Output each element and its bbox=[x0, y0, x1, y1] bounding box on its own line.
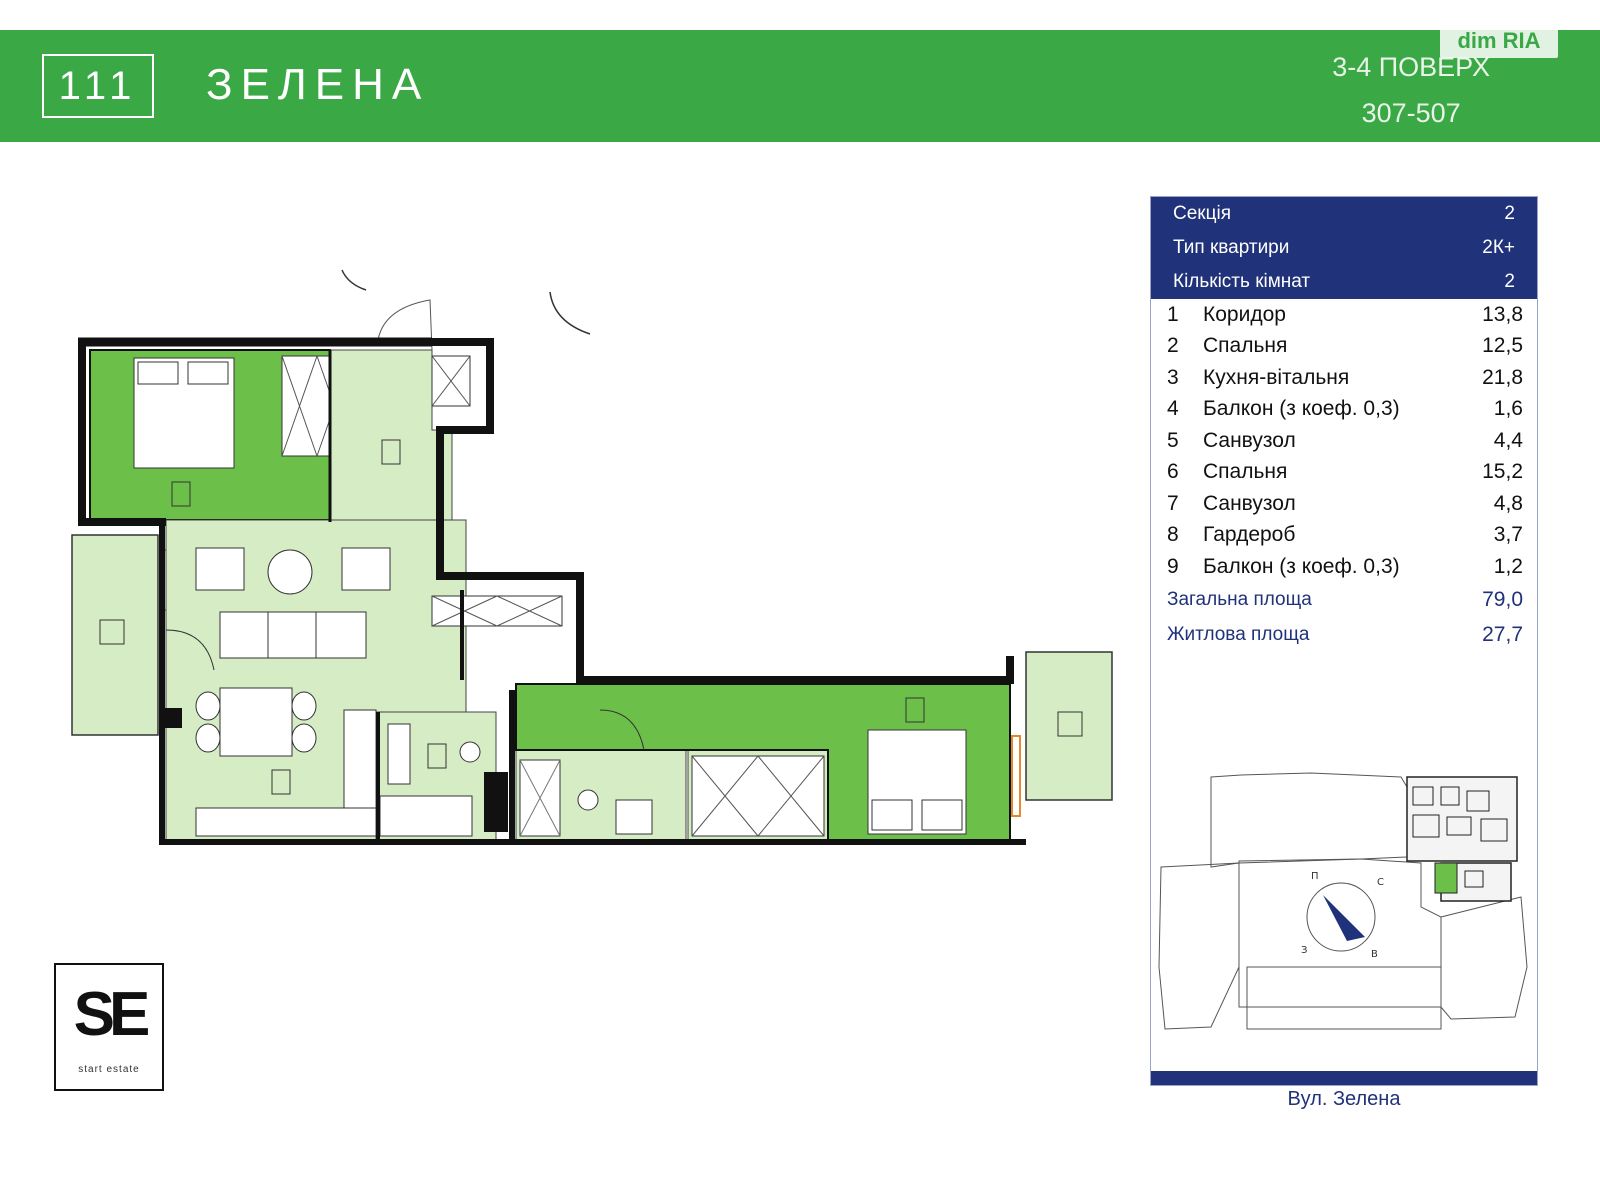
info-panel-footer bbox=[1151, 1071, 1537, 1085]
room-area: 1,2 bbox=[1493, 554, 1523, 578]
room-number: 6 bbox=[1167, 460, 1179, 484]
rooms-count-value: 2 bbox=[1504, 271, 1515, 292]
room-area: 12,5 bbox=[1482, 334, 1523, 358]
apartment-numbers: 307-507 bbox=[1361, 98, 1461, 128]
room-name: Гардероб bbox=[1203, 523, 1296, 547]
rooms-count-row: Кількість кімнат 2 bbox=[1173, 265, 1515, 299]
developer-logo-letters: SE bbox=[73, 980, 151, 1049]
room-name: Спальня bbox=[1203, 460, 1288, 484]
room-name: Коридор bbox=[1203, 302, 1286, 326]
svg-text:П: П bbox=[1311, 871, 1319, 882]
living-area-label: Житлова площа bbox=[1167, 624, 1310, 645]
room-number: 8 bbox=[1167, 523, 1179, 547]
room-row: 7 Санвузол 4,8 bbox=[1165, 488, 1523, 520]
total-area-label: Загальна площа bbox=[1167, 589, 1312, 610]
room-list: 1 Коридор 13,8 2 Спальня 12,5 3 Кухня-ві… bbox=[1165, 299, 1523, 653]
type-value: 2К+ bbox=[1482, 237, 1515, 258]
total-area-value: 79,0 bbox=[1482, 588, 1523, 611]
compass-rose-icon: П С З В bbox=[1301, 871, 1384, 960]
room-row: 3 Кухня-вітальня 21,8 bbox=[1165, 362, 1523, 394]
room-name: Спальня bbox=[1203, 334, 1288, 358]
room-row: 6 Спальня 15,2 bbox=[1165, 457, 1523, 489]
brand-name: ЗЕЛЕНА bbox=[206, 60, 430, 109]
rooms-count-label: Кількість кімнат bbox=[1173, 271, 1311, 292]
room-number: 4 bbox=[1167, 397, 1179, 421]
floor-plan-drawing bbox=[71, 269, 1113, 845]
type-label: Тип квартири bbox=[1173, 237, 1290, 258]
room-area: 4,8 bbox=[1493, 491, 1523, 515]
room-name: Санвузол bbox=[1203, 428, 1296, 452]
room-row: 9 Балкон (з коеф. 0,3) 1,2 bbox=[1165, 551, 1523, 583]
developer-logo-subtitle: start estate bbox=[78, 1064, 140, 1075]
room-name: Балкон (з коеф. 0,3) bbox=[1203, 554, 1400, 578]
room-row: 4 Балкон (з коеф. 0,3) 1,6 bbox=[1165, 394, 1523, 426]
room-row: 1 Коридор 13,8 bbox=[1165, 299, 1523, 331]
building-footprint bbox=[1406, 776, 1518, 902]
room-row: 8 Гардероб 3,7 bbox=[1165, 520, 1523, 552]
developer-logo: SE start estate bbox=[54, 963, 164, 1091]
watermark-badge: dim RIA bbox=[1440, 24, 1558, 58]
room-name: Кухня-вітальня bbox=[1203, 365, 1350, 389]
section-value: 2 bbox=[1504, 203, 1515, 224]
room-name: Санвузол bbox=[1203, 491, 1296, 515]
apartment-info-panel: Секція 2 Тип квартири 2К+ Кількість кімн… bbox=[1150, 196, 1538, 1086]
total-area-row: Загальна площа 79,0 bbox=[1165, 583, 1523, 618]
type-row: Тип квартири 2К+ bbox=[1173, 231, 1515, 265]
project-logo: 111 bbox=[42, 54, 154, 118]
room-number: 9 bbox=[1167, 554, 1179, 578]
svg-text:З: З bbox=[1301, 945, 1307, 956]
site-plan-map: П С З В bbox=[1158, 772, 1528, 1030]
room-area: 15,2 bbox=[1482, 460, 1523, 484]
room-row: 5 Санвузол 4,4 bbox=[1165, 425, 1523, 457]
section-label: Секція bbox=[1173, 203, 1231, 224]
header-bar: 111 ЗЕЛЕНА 3-4 ПОВЕРХ 307-507 dim RIA bbox=[0, 24, 1600, 142]
room-number: 2 bbox=[1167, 334, 1179, 358]
room-number: 1 bbox=[1167, 302, 1179, 326]
info-panel-header: Секція 2 Тип квартири 2К+ Кількість кімн… bbox=[1151, 197, 1537, 299]
room-area: 21,8 bbox=[1482, 365, 1523, 389]
living-area-value: 27,7 bbox=[1482, 623, 1523, 646]
room-number: 7 bbox=[1167, 491, 1179, 515]
room-name: Балкон (з коеф. 0,3) bbox=[1203, 397, 1400, 421]
svg-text:В: В bbox=[1371, 949, 1378, 960]
room-area: 4,4 bbox=[1493, 428, 1523, 452]
room-row: 2 Спальня 12,5 bbox=[1165, 331, 1523, 363]
svg-text:С: С bbox=[1377, 877, 1384, 888]
living-area-row: Житлова площа 27,7 bbox=[1165, 618, 1523, 653]
section-row: Секція 2 bbox=[1173, 197, 1515, 231]
room-area: 3,7 bbox=[1493, 523, 1523, 547]
room-number: 3 bbox=[1167, 365, 1179, 389]
street-label: Вул. Зелена bbox=[1287, 1088, 1401, 1110]
room-number: 5 bbox=[1167, 428, 1179, 452]
room-area: 1,6 bbox=[1493, 397, 1523, 421]
logo-number: 111 bbox=[58, 63, 138, 108]
room-area: 13,8 bbox=[1482, 302, 1523, 326]
